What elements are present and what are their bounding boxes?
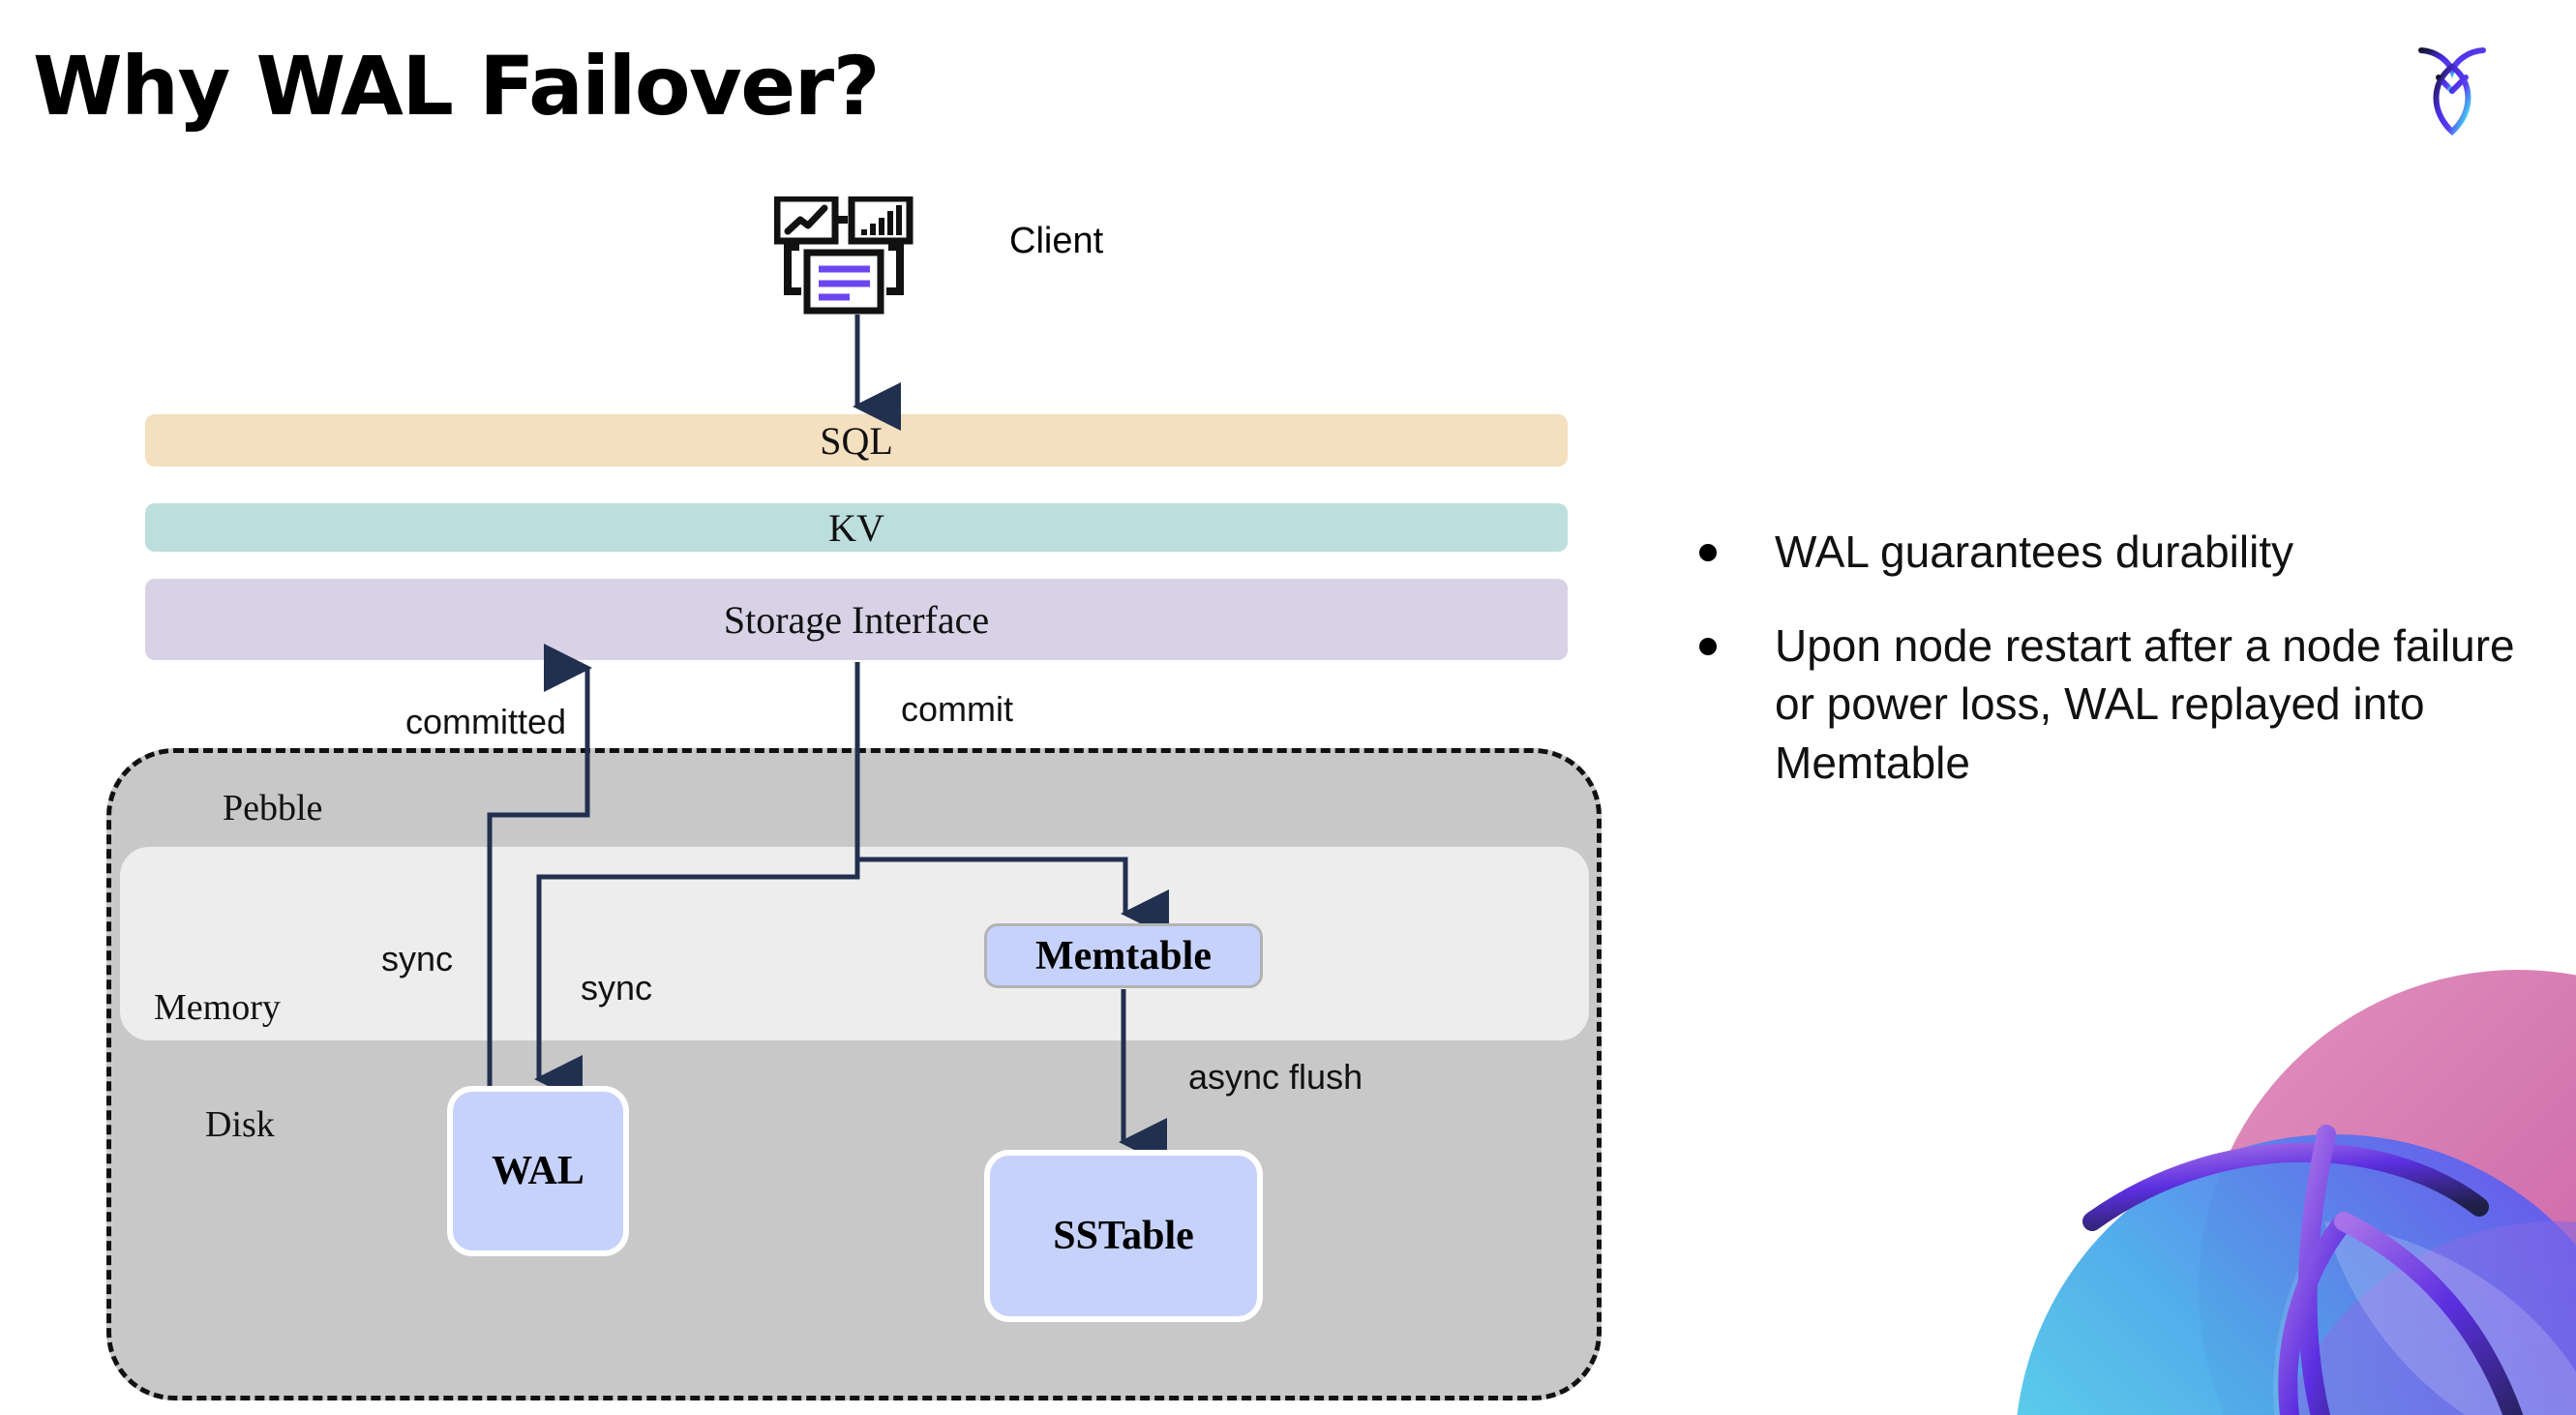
- memory-region: [120, 847, 1589, 1040]
- cockroachdb-logo: [2406, 35, 2499, 141]
- corner-gradient-graphic: [1976, 931, 2576, 1415]
- node-sstable: SSTable: [984, 1150, 1263, 1322]
- architecture-diagram: Client SQL KV Storage Interface Pebble M…: [106, 195, 1602, 1400]
- edge-label-committed: committed: [405, 702, 567, 741]
- disk-label: Disk: [205, 1104, 275, 1145]
- edge-label-sync-commit: sync: [581, 968, 653, 1008]
- layer-bar-storage-interface: Storage Interface: [145, 579, 1568, 660]
- node-memtable: Memtable: [984, 923, 1263, 988]
- layer-bar-sql: SQL: [145, 414, 1568, 467]
- bullet-dot-icon: [1699, 637, 1717, 655]
- edge-label-commit: commit: [901, 689, 1013, 729]
- bullet-list: WAL guarantees durability Upon node rest…: [1699, 523, 2522, 828]
- edge-label-async-flush: async flush: [1188, 1057, 1363, 1097]
- bullet-text: WAL guarantees durability: [1775, 527, 2294, 577]
- memory-label: Memory: [154, 987, 281, 1028]
- pebble-label: Pebble: [223, 788, 323, 828]
- client-label: Client: [1009, 221, 1104, 261]
- bullet-dot-icon: [1699, 544, 1717, 561]
- layer-bar-kv: KV: [145, 503, 1568, 552]
- page-title: Why WAL Failover?: [33, 39, 880, 134]
- node-wal: WAL: [447, 1086, 629, 1256]
- list-item: WAL guarantees durability: [1699, 523, 2522, 582]
- bullet-text: Upon node restart after a node failure o…: [1775, 619, 2515, 789]
- edge-label-sync-committed: sync: [381, 939, 454, 978]
- list-item: Upon node restart after a node failure o…: [1699, 617, 2522, 793]
- client-monitor-icon: [773, 195, 924, 317]
